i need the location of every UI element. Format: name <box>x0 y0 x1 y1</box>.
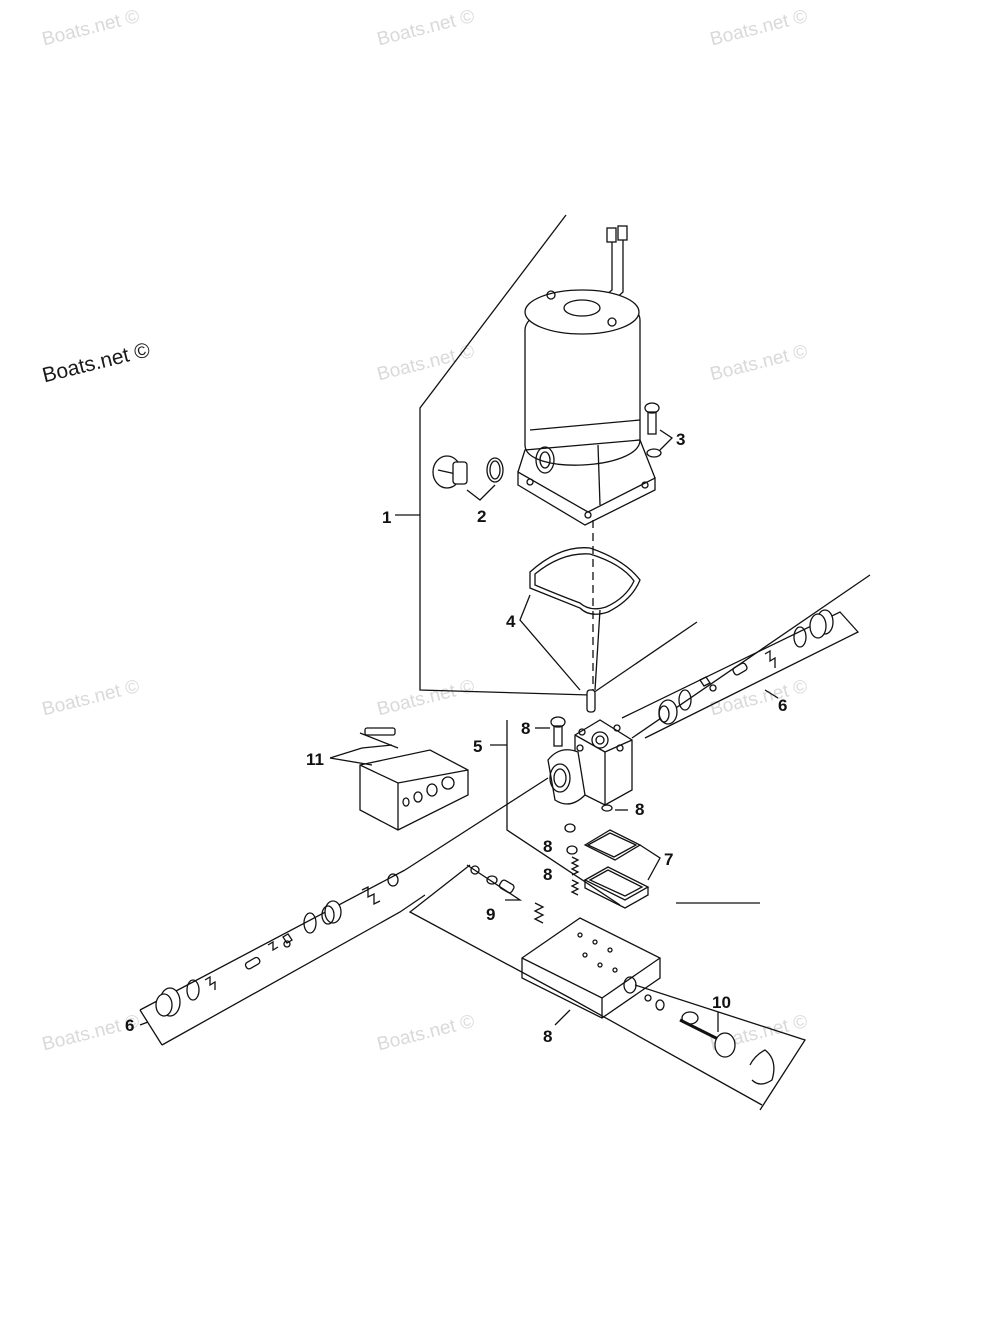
callout-5: 5 <box>473 737 482 756</box>
spring-part-8 <box>570 856 580 896</box>
callout-10: 10 <box>712 993 731 1012</box>
assembly-bracket-1 <box>395 214 698 696</box>
check-valve-part-9 <box>466 864 545 924</box>
upper-shaft-bracket <box>621 574 871 739</box>
gasket-part-4 <box>519 547 641 691</box>
callout-4: 4 <box>506 612 516 631</box>
base-plate-part-8 <box>408 864 763 1106</box>
callout-8-spring: 8 <box>543 865 552 884</box>
valve-body-bracket-5 <box>490 720 621 906</box>
callout-3: 3 <box>676 430 685 449</box>
pump-motor <box>517 225 656 526</box>
callout-8-seal: 8 <box>543 837 552 856</box>
callout-2: 2 <box>477 507 486 526</box>
callout-1: 1 <box>382 508 391 527</box>
filter-part-7 <box>583 829 661 909</box>
screw-part-3 <box>644 402 674 458</box>
valve-body <box>547 719 633 806</box>
callout-7: 7 <box>664 850 673 869</box>
callout-6-lower: 6 <box>125 1016 134 1035</box>
callout-8-screw: 8 <box>521 719 530 738</box>
callout-9: 9 <box>486 905 495 924</box>
callout-8-oring: 8 <box>635 800 644 819</box>
shaft-part-10 <box>634 984 807 1111</box>
fill-plug-part-2 <box>432 455 504 501</box>
callout-6-upper: 6 <box>778 696 787 715</box>
callout-8-plate: 8 <box>543 1027 552 1046</box>
screw-part-8 <box>550 716 566 747</box>
lower-left-shaft-bracket <box>139 777 549 1046</box>
callout-labels: 1 2 3 4 5 6 6 7 8 8 8 8 8 9 10 11 <box>125 430 787 1046</box>
callout-11: 11 <box>306 750 324 769</box>
manifold-block-part-11 <box>329 727 469 831</box>
